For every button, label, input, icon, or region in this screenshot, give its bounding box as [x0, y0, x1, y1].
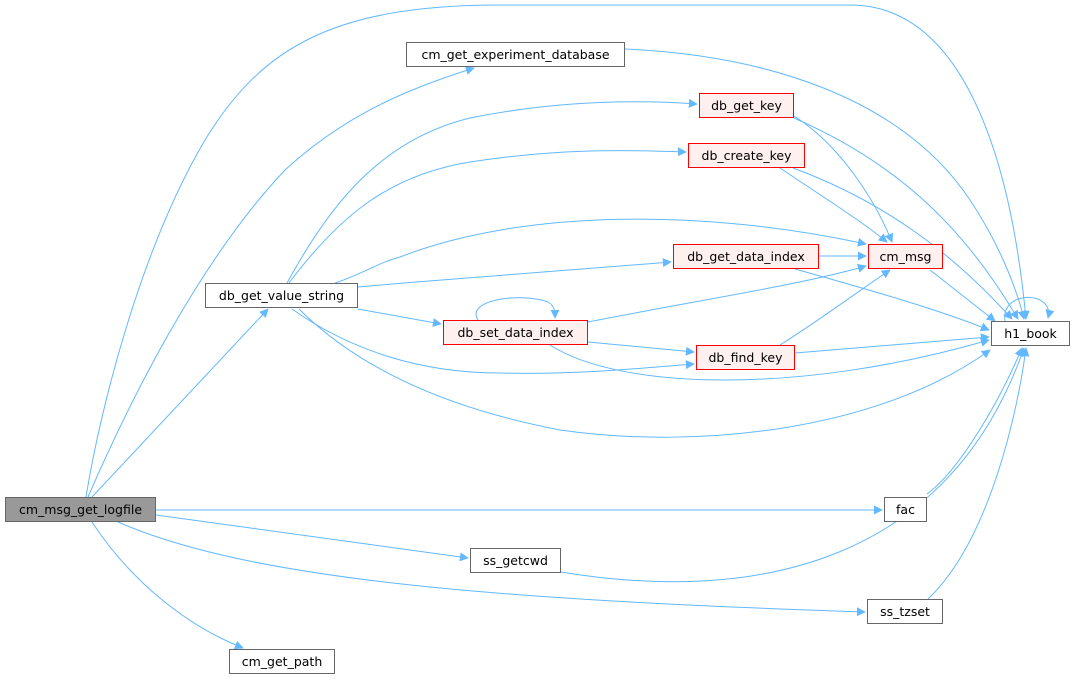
edge-db-set-data-index-to-h1-book	[549, 337, 990, 381]
node-db-get-data-index[interactable]: db_get_data_index	[673, 244, 819, 269]
edge-db-get-value-string-to-db-get-key	[286, 98, 698, 284]
edge-db-get-value-string-to-db-get-data-index	[357, 258, 672, 288]
node-h1-book[interactable]: h1_book	[991, 321, 1070, 346]
edge-db-set-data-index-to-db-find-key	[587, 341, 695, 356]
edge-db-get-key-to-cm-msg	[793, 115, 894, 243]
node-db-create-key[interactable]: db_create_key	[688, 143, 805, 168]
node-db-get-key[interactable]: db_get_key	[699, 93, 794, 118]
edge-db-set-data-index-to-cm-msg	[587, 263, 867, 323]
edge-cm-get-experiment-database-to-h1-book	[624, 48, 1027, 320]
edge-db-create-key-to-cm-msg	[779, 167, 888, 243]
edge-db-set-data-index-to-db-set-data-index	[475, 297, 560, 321]
node-db-set-data-index[interactable]: db_set_data_index	[443, 320, 588, 345]
edge-cm-msg-get-logfile-to-cm-get-path	[91, 521, 244, 650]
node-cm-get-path[interactable]: cm_get_path	[229, 649, 335, 674]
edge-cm-msg-get-logfile-to-ss-getcwd	[155, 514, 469, 562]
edge-cm-msg-get-logfile-to-h1-book	[85, 4, 1030, 498]
edge-ss-getcwd-to-h1-book	[560, 347, 1026, 583]
edge-fac-to-h1-book	[926, 347, 1023, 495]
edge-db-find-key-to-h1-book	[794, 333, 990, 354]
edge-db-create-key-to-h1-book	[792, 167, 1013, 320]
node-db-get-value-string[interactable]: db_get_value_string	[205, 283, 358, 308]
edge-db-find-key-to-cm-msg	[779, 269, 891, 346]
node-cm-msg[interactable]: cm_msg	[868, 244, 943, 269]
edge-h1-book-to-h1-book	[1004, 296, 1055, 322]
node-fac[interactable]: fac	[884, 497, 927, 522]
edge-db-get-value-string-to-db-find-key	[291, 308, 695, 374]
edge-db-get-key-to-h1-book	[793, 117, 1019, 320]
node-cm-msg-get-logfile: cm_msg_get_logfile	[5, 497, 156, 522]
edge-db-get-value-string-to-h1-book	[298, 308, 991, 438]
edge-db-get-data-index-to-h1-book	[794, 268, 990, 332]
edge-cm-msg-to-h1-book	[929, 269, 996, 322]
edge-db-get-value-string-to-db-set-data-index	[357, 308, 442, 327]
node-ss-tzset[interactable]: ss_tzset	[867, 599, 943, 624]
edge-cm-msg-get-logfile-to-cm-get-experiment-database	[87, 66, 475, 498]
node-db-find-key[interactable]: db_find_key	[696, 345, 795, 370]
edge-cm-msg-get-logfile-to-ss-tzset	[117, 521, 866, 617]
edge-db-get-value-string-to-db-create-key	[288, 147, 687, 284]
edge-ss-tzset-to-h1-book	[927, 347, 1030, 600]
node-cm-get-experiment-database[interactable]: cm_get_experiment_database	[406, 42, 625, 67]
edge-cm-msg-get-logfile-to-db-get-value-string	[91, 308, 269, 498]
edge-db-get-value-string-to-cm-msg	[334, 218, 867, 284]
node-ss-getcwd[interactable]: ss_getcwd	[470, 548, 561, 573]
